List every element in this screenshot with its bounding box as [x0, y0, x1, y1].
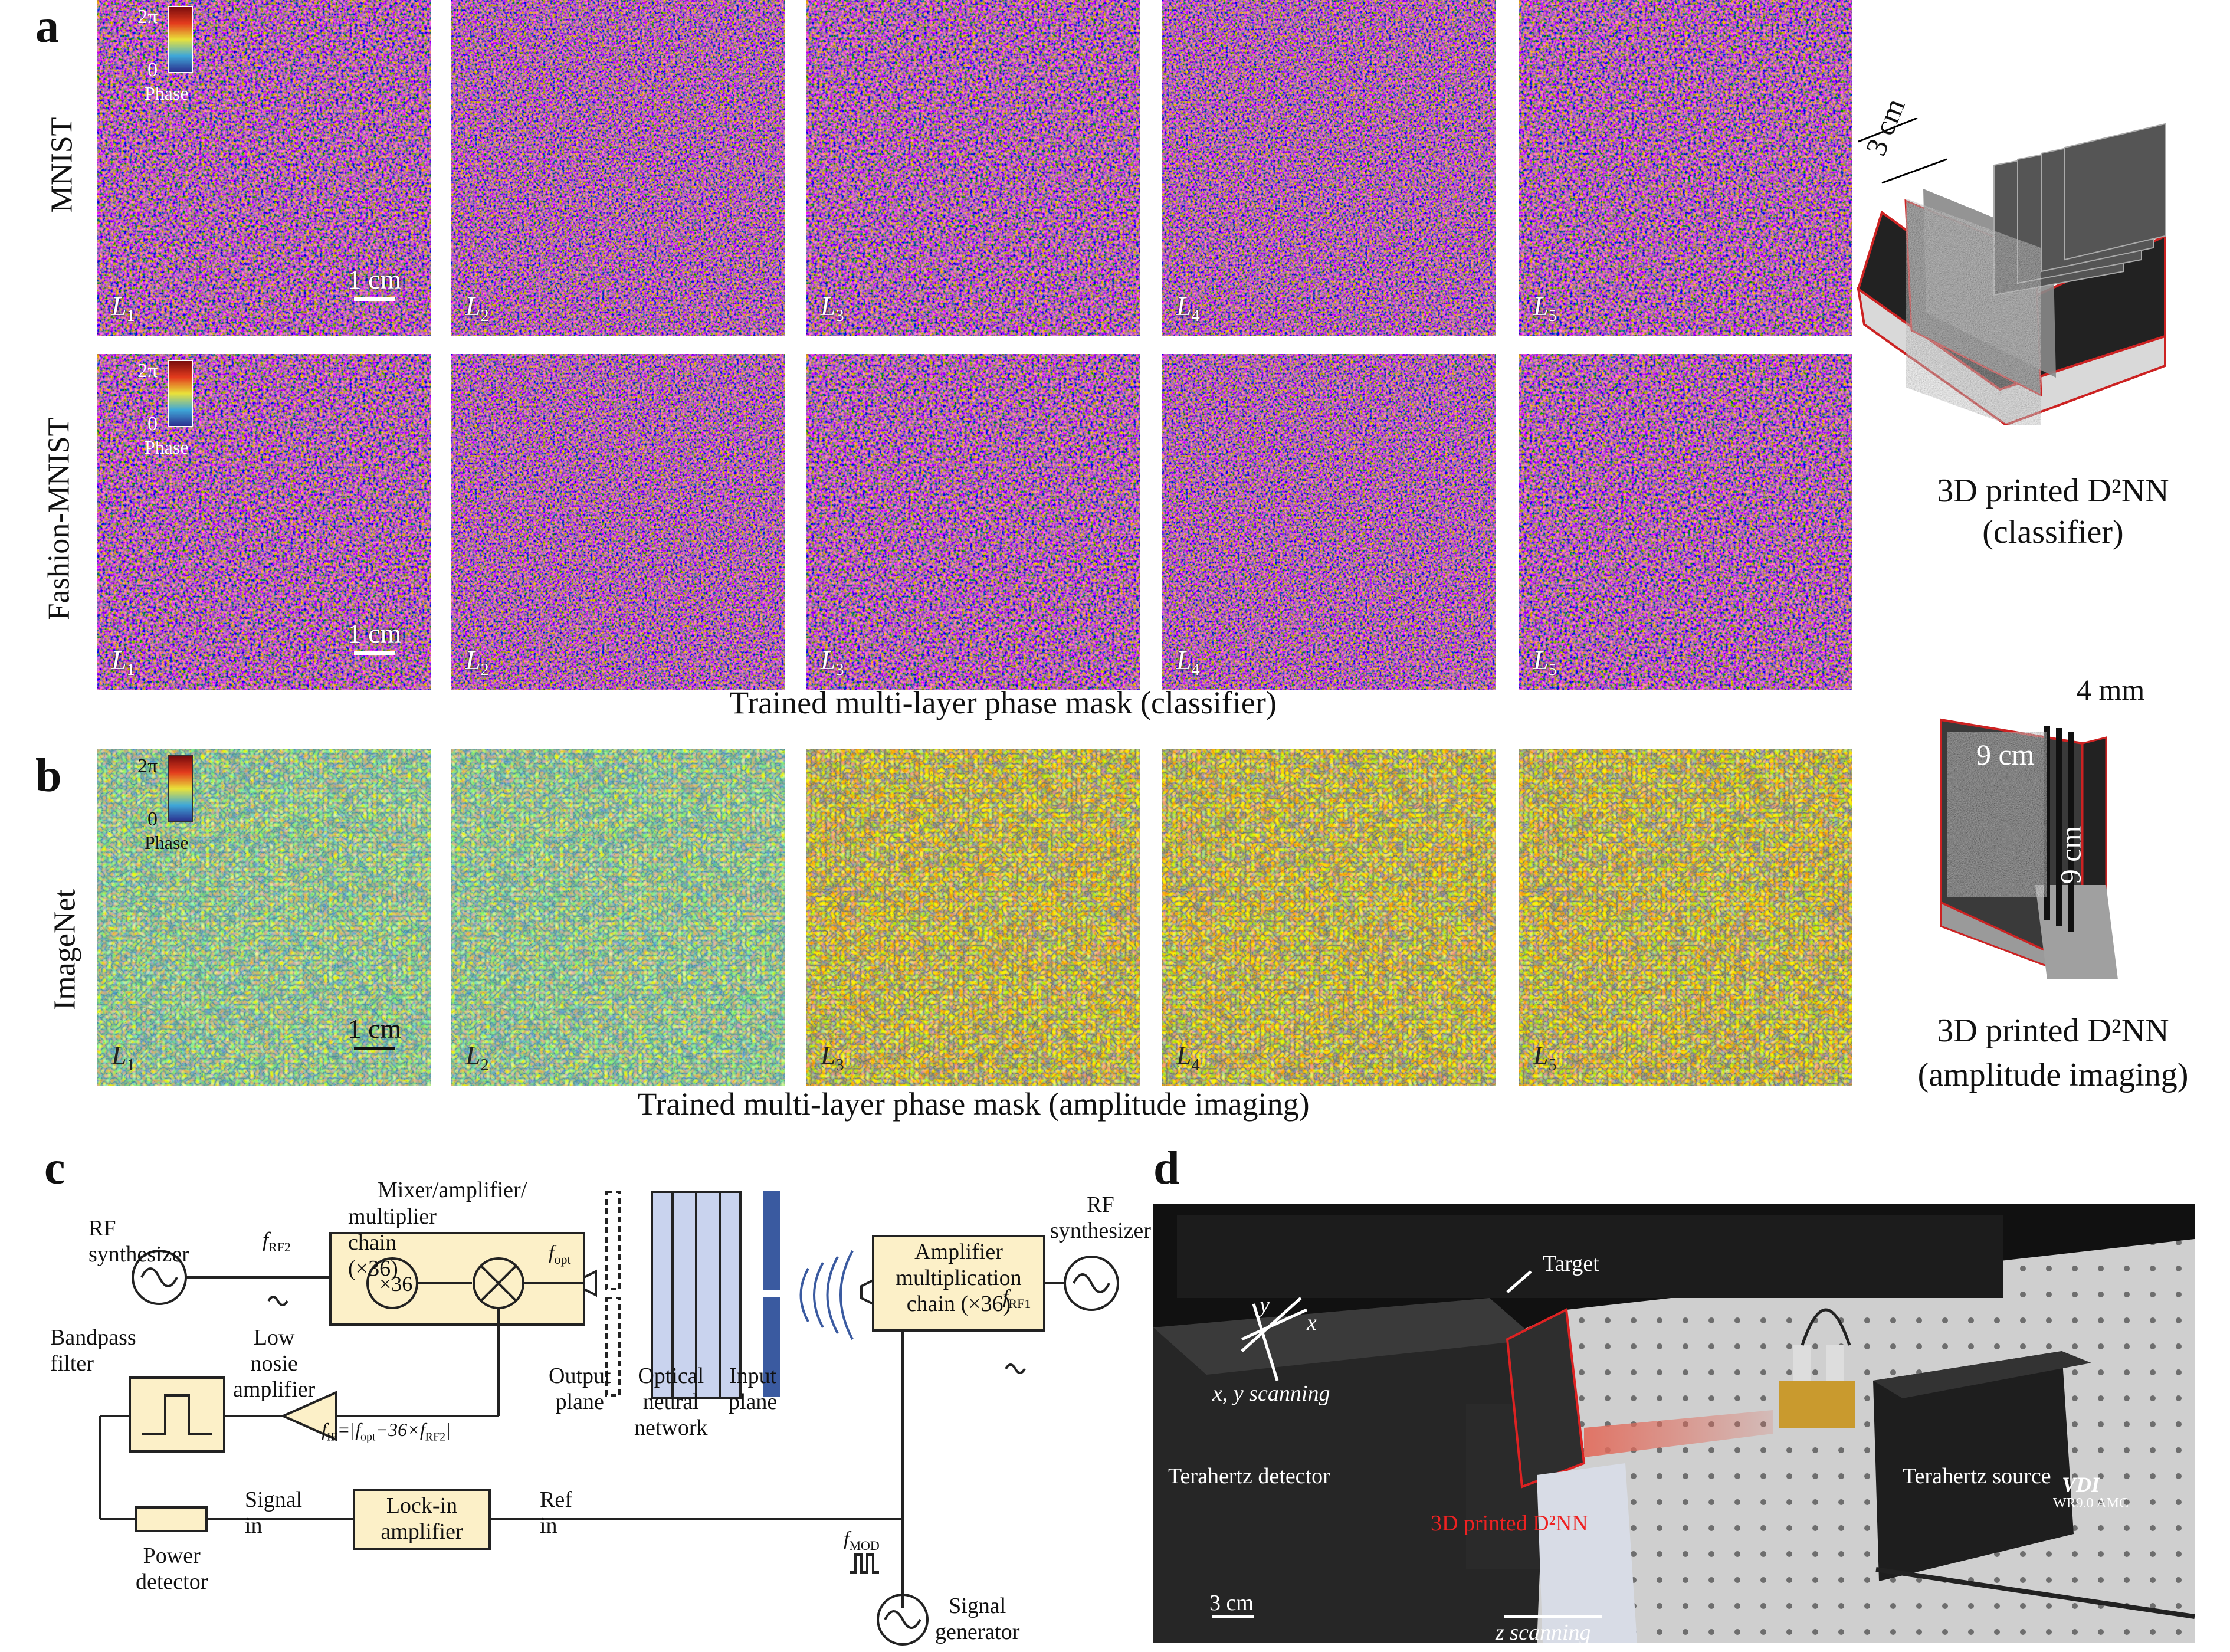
f-mod-label: fMOD: [844, 1528, 880, 1553]
layer-label-L4: L4: [1176, 644, 1200, 679]
panel-label-c: c: [44, 1142, 65, 1194]
layer-label-L3: L3: [821, 290, 844, 325]
layer-label-L2: L2: [465, 644, 489, 679]
panel-label-b: b: [35, 750, 62, 802]
classifier-device-title: 3D printed D²NN: [1937, 473, 2169, 509]
mixer-title-1: Mixer/amplifier/: [378, 1178, 527, 1202]
imaging-device-title: 3D printed D²NN: [1937, 1012, 2169, 1049]
scale-bar-1cm: 1 cm: [336, 1013, 413, 1050]
measurement-diagram: [99, 1191, 1119, 1646]
fashion-mask-L4: L4: [1162, 354, 1496, 690]
axis-y-label: y: [1260, 1293, 1270, 1317]
z-scan-label: z scanning: [1496, 1620, 1591, 1643]
layer-label-L2: L2: [465, 290, 489, 325]
f-rf2-label: fRF2: [263, 1228, 291, 1255]
layer-label-L1: L1: [112, 290, 135, 325]
x36-label: ×36: [379, 1272, 413, 1296]
imaging-dim-9cm-a: 9 cm: [1976, 738, 2035, 771]
xy-scan-label: x, y scanning: [1212, 1381, 1330, 1406]
layer-label-L1: L1: [112, 1040, 135, 1074]
imaging-device-photo: [1929, 708, 2177, 981]
imaging-dim-4mm: 4 mm: [2077, 673, 2145, 706]
layer-label-L4: L4: [1176, 1040, 1200, 1074]
phase-colorbar: 2π 0 Phase: [121, 755, 204, 861]
caption-imaging: Trained multi-layer phase mask (amplitud…: [637, 1086, 1310, 1122]
mnist-mask-L3: L3: [806, 0, 1140, 336]
model-label: WR9.0 AMC: [2053, 1496, 2129, 1511]
scale-3cm: 3 cm: [1209, 1591, 1254, 1615]
f-if-label: fIF=|fopt−36×fRF2|: [322, 1419, 451, 1444]
panel-label-a: a: [35, 1, 59, 53]
imagenet-mask-L2: L2: [451, 749, 785, 1086]
layer-label-L3: L3: [821, 1040, 844, 1074]
fashion-mask-L2: L2: [451, 354, 785, 690]
phase-colorbar: 2π 0 Phase: [121, 6, 204, 112]
vdi-logo: VDI: [2062, 1473, 2100, 1496]
scale-bar-1cm: 1 cm: [336, 264, 413, 301]
layer-label-L5: L5: [1533, 1040, 1557, 1074]
ref-in-label: Ref in: [540, 1487, 572, 1538]
row-label-fashion-mnist: Fashion-MNIST: [42, 417, 76, 621]
imaging-device-subtitle: (amplitude imaging): [1917, 1057, 2189, 1093]
thz-source-label: Terahertz source: [1903, 1464, 2051, 1489]
mnist-mask-L5: L5: [1519, 0, 1852, 336]
thz-detector-label: Terahertz detector: [1168, 1464, 1330, 1489]
layer-label-L5: L5: [1533, 644, 1557, 679]
signal-in-label: Signal in: [245, 1487, 303, 1538]
imagenet-mask-L5: L5: [1519, 749, 1852, 1086]
mixer-title-2: multiplier chain (×36): [348, 1204, 437, 1281]
setup-photo: Target y x x, y scanning Terahertz detec…: [1153, 1204, 2195, 1643]
fashion-mask-L3: L3: [806, 354, 1140, 690]
scale-bar-1cm: 1 cm: [336, 618, 413, 655]
mnist-mask-L2: L2: [451, 0, 785, 336]
layer-label-L5: L5: [1533, 290, 1557, 325]
panel-label-d: d: [1153, 1142, 1180, 1194]
target-label: Target: [1543, 1251, 1599, 1276]
imaging-dim-9cm-b: 9 cm: [2054, 825, 2087, 884]
classifier-device-photo: [1847, 117, 2212, 437]
layer-label-L2: L2: [465, 1040, 489, 1074]
imagenet-mask-L4: L4: [1162, 749, 1496, 1086]
d2nn-label: 3D printed D²NN: [1431, 1511, 1588, 1536]
classifier-device-subtitle: (classifier): [1982, 514, 2124, 550]
phase-colorbar: 2π 0 Phase: [121, 360, 204, 466]
mnist-mask-L1: L1 2π 0 Phase 1 cm: [97, 0, 431, 336]
fashion-mask-L1: L1 2π 0 Phase 1 cm: [97, 354, 431, 690]
layer-label-L3: L3: [821, 644, 844, 679]
fashion-mask-L5: L5: [1519, 354, 1852, 690]
layer-label-L4: L4: [1176, 290, 1200, 325]
f-rf1-label: fRF1: [1003, 1286, 1031, 1311]
row-label-imagenet: ImageNet: [48, 889, 82, 1011]
f-opt-label: fopt: [549, 1242, 571, 1267]
layer-label-L1: L1: [112, 644, 135, 679]
row-label-mnist: MNIST: [45, 117, 79, 213]
axis-x-label: x: [1307, 1310, 1317, 1335]
imagenet-mask-L1: L1 2π 0 Phase 1 cm: [97, 749, 431, 1086]
imagenet-mask-L3: L3: [806, 749, 1140, 1086]
rf-synth-left-label: RF synthesizer: [88, 1216, 189, 1267]
caption-classifier: Trained multi-layer phase mask (classifi…: [729, 685, 1277, 720]
mnist-mask-L4: L4: [1162, 0, 1496, 336]
